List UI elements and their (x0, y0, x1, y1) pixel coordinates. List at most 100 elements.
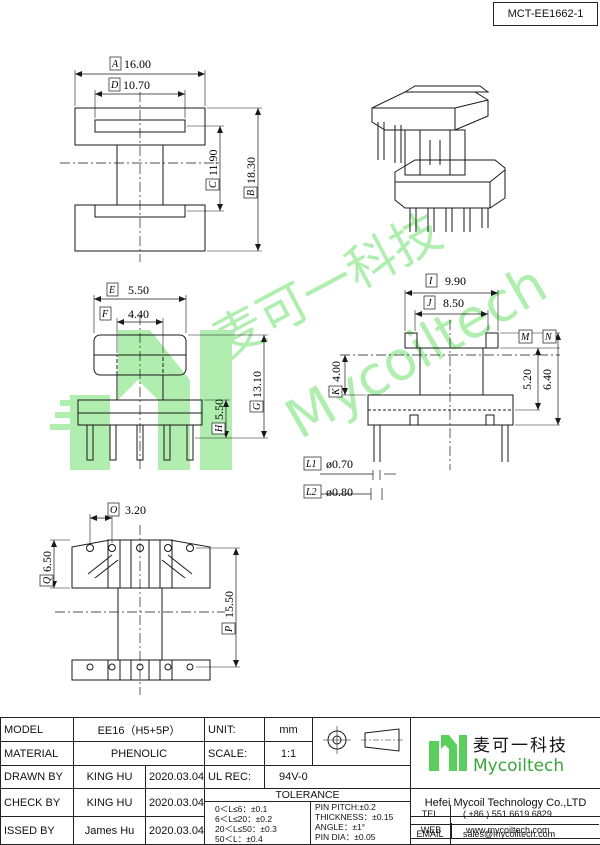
dim-P: P 15.50 (221, 591, 236, 635)
front-view (77, 295, 268, 470)
drawing-code-box: MCT-EE1662-1 (493, 2, 598, 26)
side-view-dimensions: I 9.90 J 8.50 K 4.00 M 5.20 N 6.40 (328, 273, 557, 398)
tolerance-angle: ANGLE：±1° (315, 822, 366, 832)
model-label: MODEL (0, 717, 74, 742)
tolerance-label: TOLERANCE (205, 790, 410, 802)
issued-by-label: ISSED BY (0, 816, 74, 845)
dim-F-value: 4.40 (128, 307, 149, 321)
dim-M-value: 5.20 (520, 369, 534, 390)
ul-rec-label: UL REC: (204, 765, 266, 789)
top-view (60, 70, 262, 262)
dim-L1: L1 ø0.70 (303, 456, 353, 471)
dim-Q: Q 6.50 (39, 551, 54, 587)
web-value: www.mycoiltech.com (466, 824, 550, 835)
dim-L1-tag: L1 (305, 459, 317, 470)
tel-label: TEL (410, 805, 451, 824)
company-full-name: Hefei Mycoil Technology Co.,LTD (410, 788, 600, 817)
dim-N-value: 6.40 (540, 369, 554, 390)
dim-K-value: 4.00 (329, 361, 343, 382)
unit-label: UNIT: (204, 717, 266, 742)
bottom-view-dimensions: O 3.20 Q 6.50 P 15.50 (39, 502, 236, 635)
drawn-by-label: DRAWN BY (0, 765, 74, 789)
pin-diameter-callouts: L1 ø0.70 L2 ø0.80 (303, 456, 396, 500)
title-block: MODEL EE16（H5+5P） UNIT: mm (0, 717, 600, 845)
tolerance-range-4: 50＜L：±0.4 (215, 834, 263, 844)
dim-Q-tag: Q (42, 576, 53, 584)
dim-C-value: 11.90 (206, 149, 220, 176)
dim-E: E 5.50 (106, 282, 149, 297)
unit-value: mm (264, 717, 314, 742)
front-view-dimensions: E 5.50 F 4.40 G 13.10 H 5.50 (99, 282, 264, 435)
issued-by-date: 2020.03.04 (144, 816, 206, 845)
dim-K-tag: K (331, 387, 342, 396)
check-by-name: KING HU (73, 788, 146, 817)
dim-O-tag: O (110, 505, 117, 516)
dim-I-tag: I (428, 276, 433, 287)
projection-symbol (312, 717, 412, 766)
dim-H: H 5.50 (211, 399, 226, 435)
dim-L2: L2 ø0.80 (303, 484, 353, 499)
isometric-view (371, 85, 506, 232)
dim-O-value: 3.20 (125, 503, 146, 517)
dim-A-tag: A (111, 59, 119, 70)
issued-by-name: James Hu (73, 816, 146, 845)
dim-H-tag: H (214, 424, 225, 433)
ul-rec-value: 94V-0 (264, 765, 412, 789)
dim-L2-tag: L2 (305, 487, 317, 498)
email-label: EMAIL (410, 825, 451, 844)
material-label: MATERIAL (0, 741, 74, 766)
dim-J: J 8.50 (423, 295, 464, 310)
dim-G-value: 13.10 (250, 371, 264, 398)
tolerance-range-3: 20＜L≤50：±0.3 (215, 824, 277, 834)
dim-D-tag: D (110, 80, 119, 91)
company-logo-icon (429, 735, 468, 771)
dim-N-tag: N (544, 332, 553, 343)
dim-K: K 4.00 (328, 361, 343, 398)
dim-C: C 11.90 (205, 149, 220, 191)
dim-L2-value: ø0.80 (326, 485, 353, 499)
dim-E-value: 5.50 (128, 283, 149, 297)
web-label: WEB (412, 822, 453, 838)
dim-P-value: 15.50 (222, 591, 236, 618)
tolerance-range-2: 6＜L≤20：±0.2 (215, 814, 273, 824)
dim-I-value: 9.90 (445, 274, 466, 288)
check-by-label: CHECK BY (0, 788, 74, 817)
dim-B-value: 18.30 (244, 157, 258, 184)
dim-E-tag: E (108, 285, 115, 296)
dim-F-tag: F (101, 309, 109, 320)
tolerance-thickness: THICKNESS：±0.15 (315, 812, 394, 822)
dim-D-value: 10.70 (123, 78, 150, 92)
scale-label: SCALE: (204, 741, 266, 766)
tolerance-pin-dia: PIN DIA：±0.05 (315, 832, 376, 842)
dim-Q-value: 6.50 (40, 551, 54, 572)
dim-M-tag: M (520, 332, 530, 343)
dim-J-tag: J (427, 298, 432, 309)
dim-M: M 5.20 (518, 329, 534, 390)
dim-G-tag: G (252, 403, 263, 410)
dim-G: G 13.10 (249, 371, 264, 413)
dim-I: I 9.90 (425, 273, 466, 288)
dim-D: D 10.70 (108, 77, 150, 92)
drawn-by-date: 2020.03.04 (144, 765, 206, 789)
email-value: sales@mycoiltech.com (463, 829, 556, 839)
company-name-cn: 麦可一科技 (473, 735, 569, 756)
dim-O: O 3.20 (107, 502, 146, 517)
company-logo-block: 麦可一科技 Mycoiltech (410, 717, 600, 789)
drawing-canvas: 麦可一科技 Mycoiltech (39, 56, 561, 695)
dim-N: N 6.40 (540, 329, 557, 390)
check-by-date: 2020.03.04 (144, 788, 206, 817)
dim-B-tag: B (246, 190, 257, 196)
material-value: PHENOLIC (72, 741, 206, 766)
dim-H-value: 5.50 (212, 399, 226, 420)
dim-P-tag: P (224, 626, 235, 633)
dim-C-tag: C (208, 181, 219, 188)
company-name-en: Mycoiltech (473, 755, 565, 776)
first-angle-projection-icon (323, 726, 406, 754)
watermark: 麦可一科技 Mycoiltech (50, 202, 557, 470)
drawing-code: MCT-EE1662-1 (507, 8, 584, 20)
contact-rows: TEL ( +86 ) 551 6619 6829 EMAIL sales@my… (410, 805, 599, 844)
model-value: EE16（H5+5P） (72, 717, 206, 742)
dim-L1-value: ø0.70 (326, 457, 353, 471)
tolerance-range-1: 0＜L≤6：±0.1 (215, 804, 268, 814)
